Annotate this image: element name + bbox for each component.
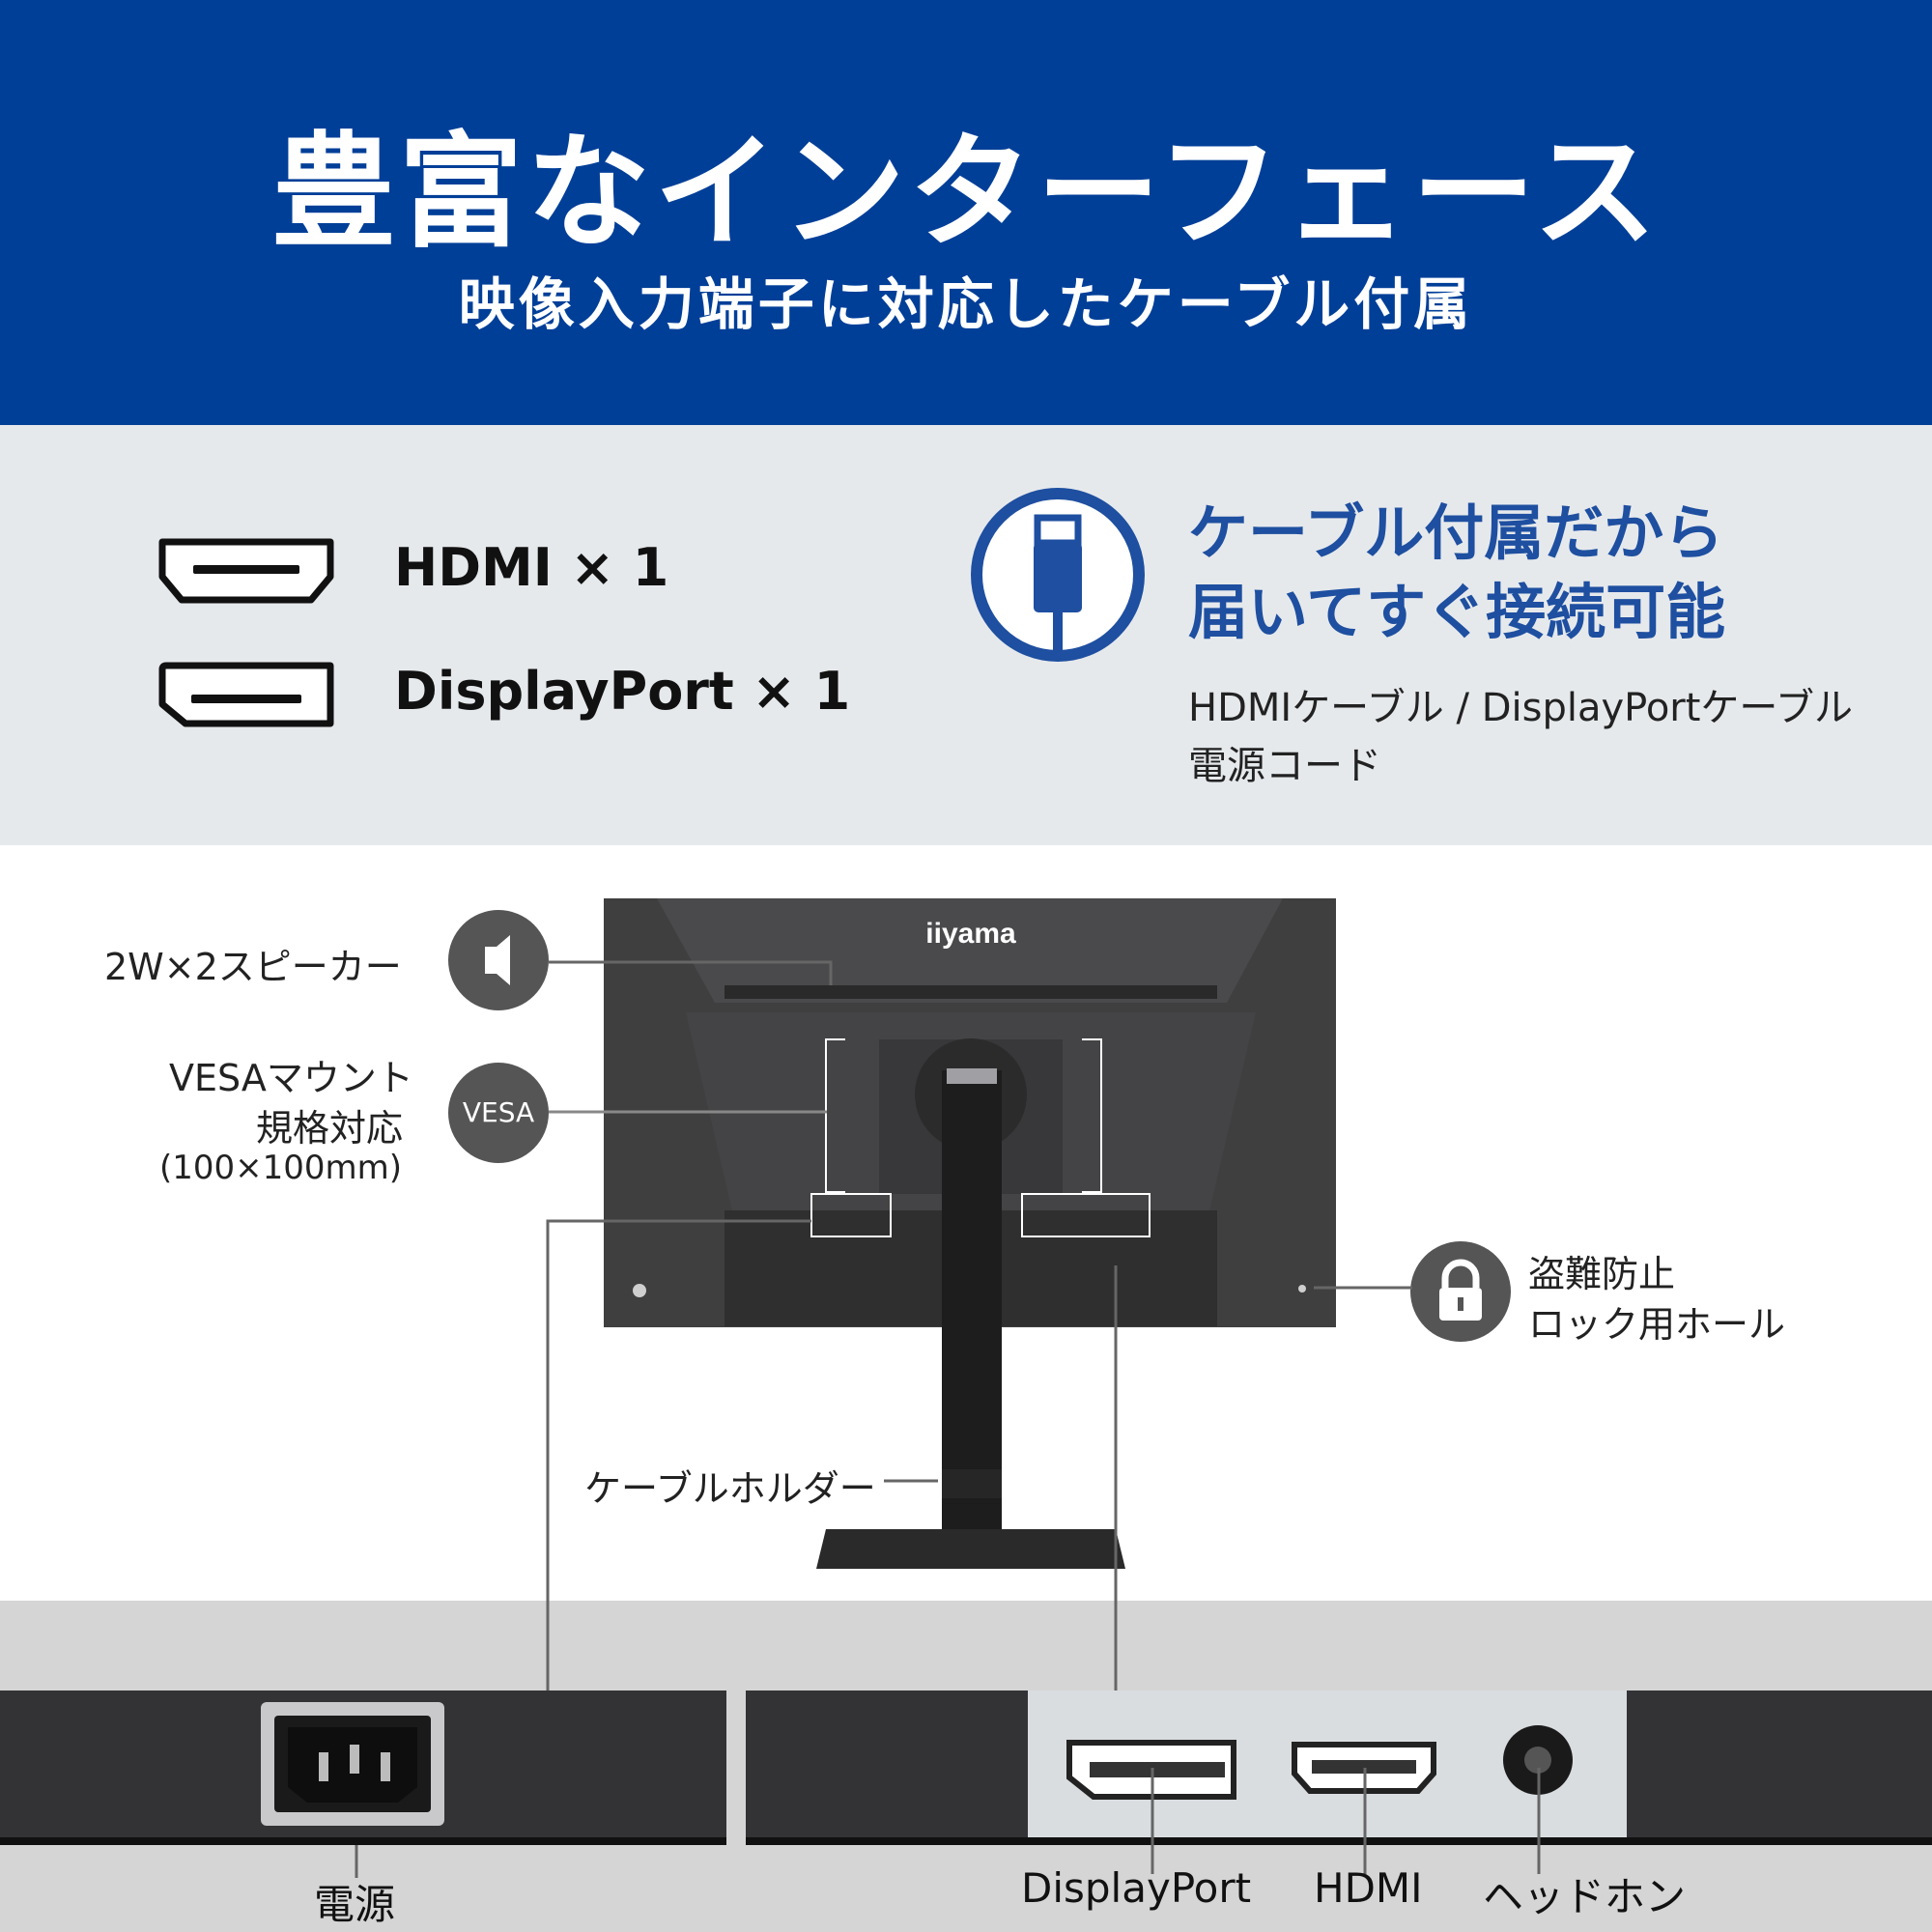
- vesa-callout-line-1: VESAマウント: [169, 1057, 413, 1099]
- speaker-leader-line: [549, 960, 833, 985]
- speaker-callout-label: 2W×2スピーカー: [104, 946, 402, 988]
- page-title: 豊富なインターフェース: [271, 121, 1661, 265]
- bundled-cables-line-1: HDMIケーブル / DisplayPortケーブル: [1188, 686, 1854, 730]
- hdmi-caption: HDMI: [1314, 1864, 1423, 1912]
- displayport-count-label: DisplayPort × 1: [394, 661, 851, 722]
- lock-callout-line-1: 盗難防止: [1528, 1253, 1676, 1295]
- hdmi-count-label: HDMI × 1: [394, 537, 669, 598]
- page-subtitle: 映像入力端子に対応したケーブル付属: [458, 271, 1474, 337]
- lock-leader-line: [1314, 1286, 1412, 1290]
- feature-line-1: ケーブル付属だから: [1188, 497, 1724, 568]
- lock-callout-line-2: ロック用ホール: [1528, 1303, 1786, 1346]
- monitor-brand-logo: iiyama: [925, 918, 1016, 950]
- port-leader-lines: [546, 1219, 1118, 1690]
- hdmi-port-icon: [158, 538, 334, 604]
- feature-line-2: 届いてすぐ接続可能: [1188, 577, 1726, 647]
- lock-icon: [1439, 1259, 1482, 1321]
- vesa-leader-line: [549, 1110, 827, 1114]
- signal-ports-closeup: [746, 1690, 1932, 1845]
- power-port-caption: 電源: [314, 1881, 396, 1928]
- headphone-caption: ヘッドホン: [1483, 1873, 1687, 1920]
- vesa-callout-line-3: (100×100mm): [159, 1149, 403, 1187]
- cable-holder-leader-line: [884, 1479, 938, 1483]
- cable-holder-callout-label: ケーブルホルダー: [584, 1467, 876, 1510]
- interface-band: [0, 425, 1932, 845]
- power-caption-tick: [355, 1845, 358, 1878]
- port-caption-ticks: [1151, 1768, 1541, 1874]
- power-port-closeup: [0, 1690, 726, 1845]
- lock-badge: [1410, 1241, 1511, 1342]
- speaker-icon: [485, 935, 510, 985]
- bundled-cables-line-2: 電源コード: [1188, 744, 1381, 788]
- speaker-badge: [448, 910, 549, 1010]
- cable-icon: [971, 488, 1145, 662]
- displayport-caption: DisplayPort: [1021, 1864, 1252, 1912]
- header-band: [0, 0, 1932, 425]
- vesa-callout-line-2: 規格対応: [256, 1107, 404, 1150]
- displayport-port-icon: [158, 662, 334, 727]
- vesa-badge: VESA: [448, 1063, 549, 1163]
